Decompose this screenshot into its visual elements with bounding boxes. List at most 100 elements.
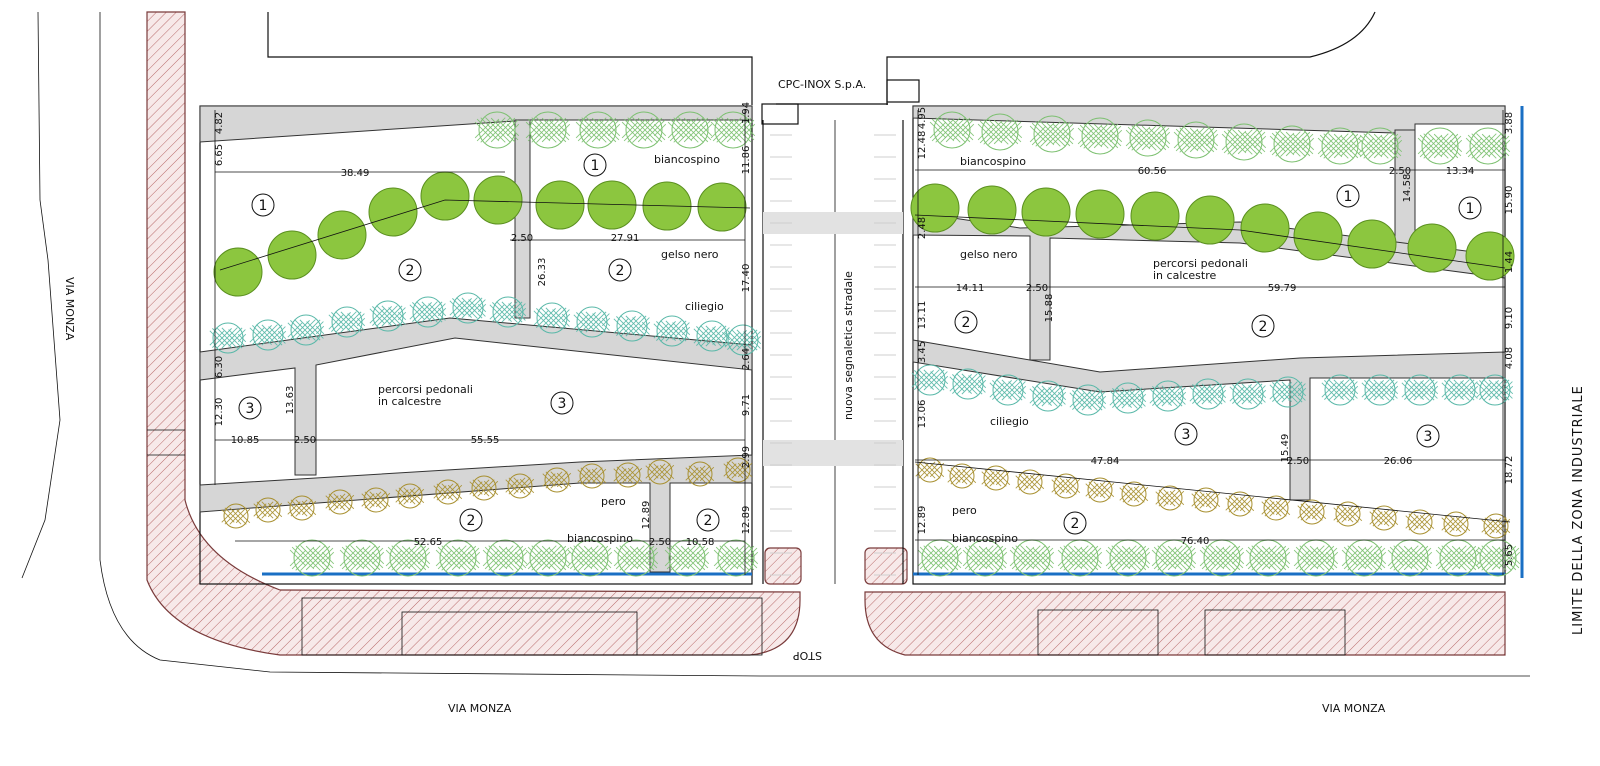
- hawthorn-shrub: [525, 111, 571, 149]
- mulberry-tree: [1130, 191, 1180, 241]
- pear-shrub: [395, 483, 425, 509]
- hawthorn-shrub: [1357, 127, 1403, 165]
- zone-number: 3: [558, 396, 567, 412]
- dimension-value: 17.40: [741, 264, 752, 293]
- zone-marker: 2: [459, 508, 483, 532]
- hawthorn-shrub: [1465, 127, 1511, 165]
- street-label-vertical: VIA MONZA: [63, 277, 76, 341]
- road-edges-left: [21, 11, 1530, 677]
- pear-shrub: [361, 487, 391, 513]
- dimension-value: 2.48: [917, 217, 928, 239]
- hawthorn-shrub: [713, 539, 759, 577]
- mulberry-tree: [535, 180, 585, 230]
- hawthorn-shrub: [1125, 119, 1171, 157]
- dimension-value: 59.79: [1268, 283, 1297, 294]
- sidewalk-right: [864, 591, 1506, 656]
- zone-marker: 1: [1458, 196, 1482, 220]
- hawthorn-shrub: [1341, 539, 1387, 577]
- mulberry-tree: [1293, 211, 1343, 261]
- mulberry-tree: [1075, 189, 1125, 239]
- hawthorn-shrub: [977, 113, 1023, 151]
- dimension-value: 2.50: [1287, 456, 1309, 467]
- label-biancospino-bottom-right: biancospino: [952, 532, 1018, 545]
- mulberry-tree: [1347, 219, 1397, 269]
- industrial-limit-label: LIMITE DELLA ZONA INDUSTRIALE: [1571, 385, 1586, 635]
- dimension-value: 6.65: [214, 144, 225, 166]
- pear-shrub: [577, 463, 607, 489]
- hawthorn-shrub: [1417, 127, 1463, 165]
- hawthorn-shrub: [1475, 539, 1521, 577]
- dimension-value: 14.58: [1402, 174, 1413, 203]
- dimension-value: 2.64: [741, 348, 752, 370]
- stop-label: STOP: [793, 649, 822, 662]
- cherry-shrub: [533, 302, 571, 334]
- hawthorn-shrub: [664, 539, 710, 577]
- pear-shrub: [221, 503, 251, 529]
- mulberry-tree: [1185, 195, 1235, 245]
- hawthorn-shrub: [1387, 539, 1433, 577]
- pear-shrub: [1155, 485, 1185, 511]
- hawthorn-shrub: [1173, 121, 1219, 159]
- mulberry-tree: [1465, 231, 1515, 281]
- label-ciliegio-left: ciliegio: [685, 300, 724, 313]
- pear-shrub: [325, 489, 355, 515]
- hawthorn-shrub: [339, 539, 385, 577]
- hawthorn-shrub: [1293, 539, 1339, 577]
- cherry-shrub: [1321, 374, 1359, 406]
- label-percorsi-right-1: percorsi pedonali: [1153, 257, 1248, 270]
- zone-marker: 2: [1063, 511, 1087, 535]
- zone-number: 3: [246, 401, 255, 417]
- pear-shrub: [287, 495, 317, 521]
- dimension-value: 18.72: [1504, 456, 1515, 485]
- cherry-shrub: [328, 306, 366, 338]
- hawthorn-shrub: [1245, 539, 1291, 577]
- hawthorn-shrub: [929, 111, 975, 149]
- dimension-value: 13.34: [1446, 166, 1475, 177]
- mulberry-tree: [420, 171, 470, 221]
- mulberry-tree: [213, 247, 263, 297]
- dimension-value: 15.90: [1504, 186, 1515, 215]
- dimension-value: 2.50: [1026, 283, 1048, 294]
- pear-shrub: [1441, 511, 1471, 537]
- pear-shrub: [433, 479, 463, 505]
- cherry-shrub: [369, 300, 407, 332]
- cherry-shrub: [1149, 380, 1187, 412]
- label-pero-left: pero: [601, 495, 626, 508]
- dimension-value: 2.50: [649, 537, 671, 548]
- zone-marker: 3: [238, 396, 262, 420]
- zone-number: 2: [1071, 516, 1080, 532]
- zone-marker: 3: [1416, 424, 1440, 448]
- zone-marker: 2: [954, 310, 978, 334]
- dimension-value: 13.63: [285, 386, 296, 415]
- mulberry-tree: [267, 230, 317, 280]
- pear-shrub: [1085, 477, 1115, 503]
- dimension-value: 4.82: [214, 112, 225, 134]
- cherry-shrub: [1229, 378, 1267, 410]
- hawthorn-shrub: [575, 111, 621, 149]
- zone-number: 1: [591, 158, 600, 174]
- pear-shrub: [915, 457, 945, 483]
- hawthorn-shrub: [667, 111, 713, 149]
- pear-shrub: [947, 463, 977, 489]
- hawthorn-shrub: [1057, 539, 1103, 577]
- garden-left: [199, 105, 753, 585]
- pear-shrub: [1369, 505, 1399, 531]
- hawthorn-shrub: [567, 539, 613, 577]
- dimension-value: 60.56: [1138, 166, 1167, 177]
- cherry-shrub: [949, 368, 987, 400]
- mulberry-tree: [1021, 187, 1071, 237]
- dimension-value: 13.11: [917, 301, 928, 330]
- zone-marker: 3: [550, 391, 574, 415]
- label-gelso-left: gelso nero: [661, 248, 719, 261]
- hawthorn-shrub: [1029, 115, 1075, 153]
- zone-marker: 1: [583, 153, 607, 177]
- hawthorn-shrub: [1221, 123, 1267, 161]
- dimension-value: 15.49: [1280, 434, 1291, 463]
- zone-marker: 2: [608, 258, 632, 282]
- dimension-value: 12.89: [741, 506, 752, 535]
- zone-marker: 2: [696, 508, 720, 532]
- label-biancospino-bottom-left: biancospino: [567, 532, 633, 545]
- tree-symbols: [209, 111, 1521, 577]
- pear-shrub: [469, 475, 499, 501]
- street-label-bottom-right: VIA MONZA: [1322, 702, 1386, 715]
